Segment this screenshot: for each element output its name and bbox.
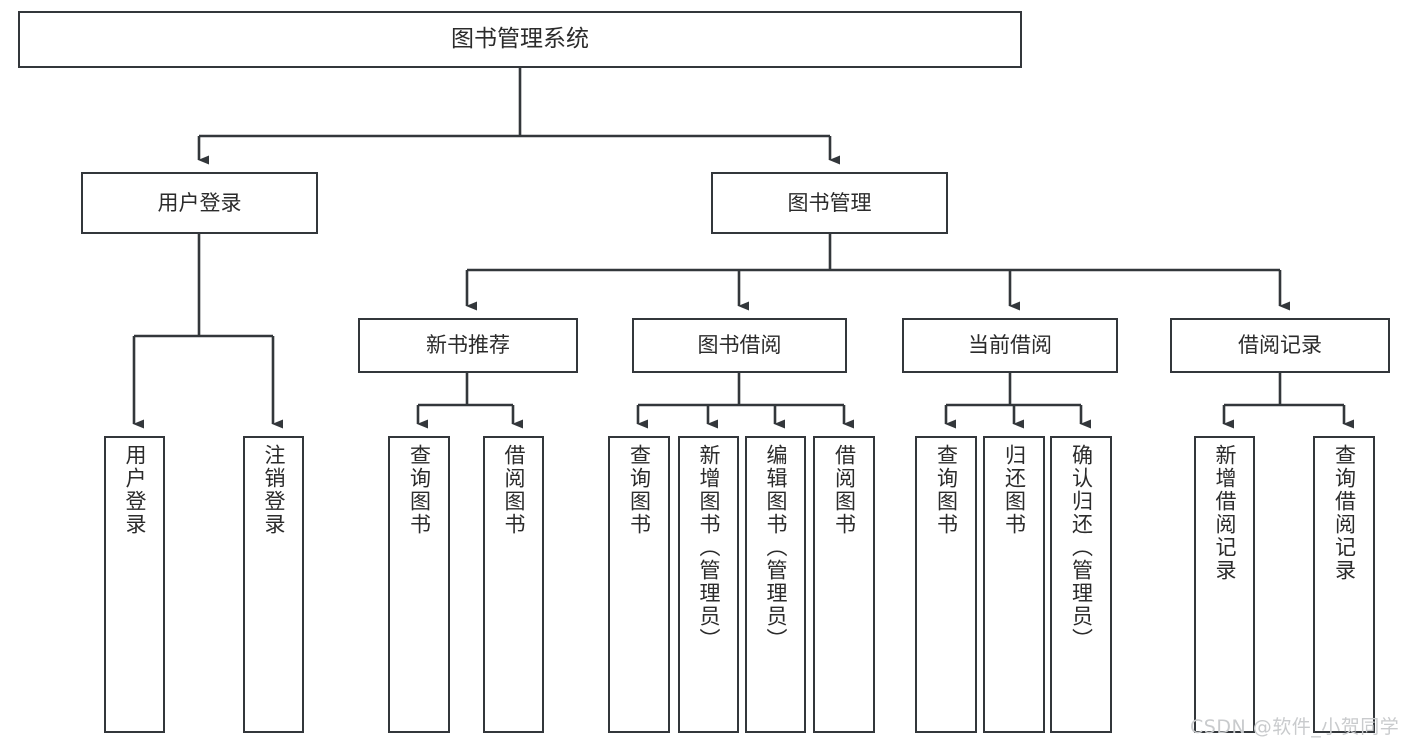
node-label: 当前借阅 <box>968 333 1052 358</box>
node-current-borrow[interactable]: 当前借阅 <box>902 318 1118 373</box>
node-label: 查询借阅记录 <box>1332 444 1357 582</box>
node-label: 归还图书 <box>1002 444 1027 536</box>
connector-group-borrow-record <box>1222 373 1354 429</box>
connector-group-root <box>197 68 840 165</box>
node-label: 查询图书 <box>934 444 959 536</box>
node-leaf-return-book[interactable]: 归还图书 <box>983 436 1045 733</box>
node-leaf-query-book-recommend[interactable]: 查询图书 <box>388 436 450 733</box>
node-label: 图书借阅 <box>697 333 782 358</box>
node-book-borrow[interactable]: 图书借阅 <box>632 318 847 373</box>
node-leaf-add-book[interactable]: 新增图书（管理员） <box>678 436 739 733</box>
node-borrow-record[interactable]: 借阅记录 <box>1170 318 1390 373</box>
node-leaf-borrow-book[interactable]: 借阅图书 <box>813 436 875 733</box>
node-book-management[interactable]: 图书管理 <box>711 172 948 234</box>
node-label: 用户登录 <box>123 444 147 536</box>
node-leaf-query-book-current[interactable]: 查询图书 <box>915 436 977 733</box>
node-leaf-query-borrow-record[interactable]: 查询借阅记录 <box>1313 436 1375 733</box>
node-label: 查询图书 <box>407 444 432 536</box>
node-label: 查询图书 <box>627 444 652 536</box>
node-label: 编辑图书（管理员） <box>764 444 788 651</box>
node-label: 新书推荐 <box>426 333 510 358</box>
node-label: 借阅记录 <box>1238 333 1322 358</box>
node-leaf-edit-book[interactable]: 编辑图书（管理员） <box>745 436 806 733</box>
node-label: 新增借阅记录 <box>1213 444 1237 582</box>
node-leaf-user-login[interactable]: 用户登录 <box>104 436 165 733</box>
node-label: 借阅图书 <box>832 444 857 536</box>
node-leaf-query-book-borrow[interactable]: 查询图书 <box>608 436 670 733</box>
connector-group-current-borrow <box>944 373 1091 429</box>
node-label: 用户登录 <box>157 190 242 215</box>
node-label: 借阅图书 <box>502 444 526 536</box>
node-leaf-confirm-return[interactable]: 确认归还（管理员） <box>1050 436 1112 733</box>
node-new-book-recommend[interactable]: 新书推荐 <box>358 318 578 373</box>
connector-group-user-login <box>132 234 283 429</box>
node-label: 确认归还（管理员） <box>1069 444 1094 651</box>
node-label: 图书管理 <box>787 190 872 215</box>
connector-group-new-book-recommend <box>416 373 523 429</box>
node-label: 新增图书（管理员） <box>697 444 721 651</box>
node-leaf-logout[interactable]: 注销登录 <box>243 436 304 733</box>
node-label: 图书管理系统 <box>451 25 589 52</box>
connector-group-book-borrow <box>636 373 854 429</box>
connector-group-book-management <box>465 234 1290 311</box>
node-user-login[interactable]: 用户登录 <box>81 172 318 234</box>
node-leaf-borrow-book-recommend[interactable]: 借阅图书 <box>483 436 544 733</box>
node-book-management-system[interactable]: 图书管理系统 <box>18 11 1022 68</box>
node-label: 注销登录 <box>262 444 286 536</box>
node-leaf-add-borrow-record[interactable]: 新增借阅记录 <box>1194 436 1255 733</box>
